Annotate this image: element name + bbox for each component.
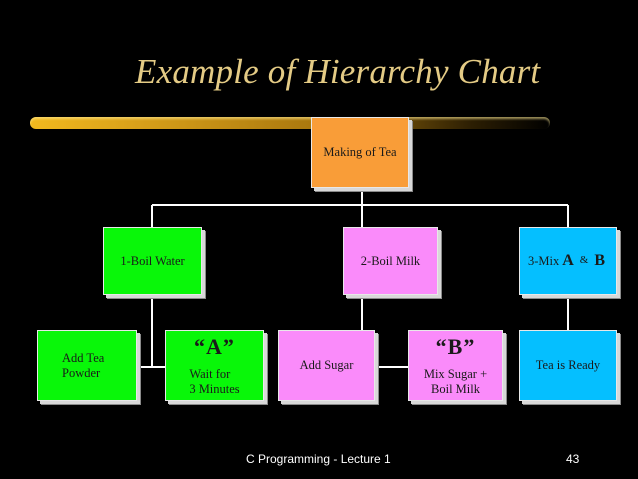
boil-water-node: 1-Boil Water: [103, 227, 202, 295]
mix-label-prefix: 3-Mix: [527, 253, 560, 268]
tea-ready-node: Tea is Ready: [519, 330, 617, 401]
title-underline-bar: [30, 117, 550, 129]
boil-milk-label: 2-Boil Milk: [360, 253, 421, 268]
boil-water-label: 1-Boil Water: [120, 253, 185, 268]
boil-milk-node: 2-Boil Milk: [343, 227, 438, 295]
mix-label-amp: &: [579, 254, 589, 267]
add-tea-label: Add Tea Powder: [62, 350, 105, 380]
step-a-node: “A” Wait for 3 Minutes: [165, 330, 264, 401]
add-sugar-label: Add Sugar: [299, 358, 354, 372]
footer-text: C Programming - Lecture 1: [246, 452, 391, 466]
mix-label-b: B: [594, 252, 606, 270]
step-a-marker: “A”: [194, 334, 235, 360]
step-a-label: Wait for 3 Minutes: [189, 366, 240, 396]
mix-node: 3-Mix A & B: [519, 227, 617, 295]
root-node: Making of Tea: [311, 117, 409, 188]
step-b-node: “B” Mix Sugar + Boil Milk: [408, 330, 503, 401]
add-sugar-node: Add Sugar: [278, 330, 375, 401]
page-number: 43: [566, 452, 580, 466]
root-node-label: Making of Tea: [323, 145, 397, 159]
mix-label-a: A: [562, 252, 574, 270]
step-b-marker: “B”: [435, 334, 476, 360]
slide-title: Example of Hierarchy Chart: [135, 52, 541, 91]
tea-ready-label: Tea is Ready: [535, 358, 601, 372]
add-tea-node: Add Tea Powder: [37, 330, 137, 401]
step-b-label: Mix Sugar + Boil Milk: [423, 366, 488, 396]
